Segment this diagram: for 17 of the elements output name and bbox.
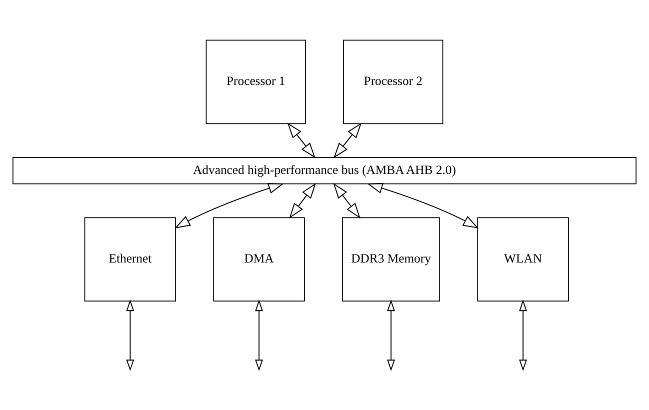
node-box: WLAN [477,216,569,301]
arrow [287,122,316,158]
arrow [387,299,396,371]
node-box: DMA [213,216,305,301]
node-box: Advanced high-performance bus (AMBA AHB 2.0) [12,156,636,184]
arrow [255,299,264,371]
arrow [126,299,134,371]
arrow [289,182,316,218]
node-box: Processor 2 [343,39,444,124]
node-box: DDR3 Memory [342,216,440,301]
node-box: Ethernet [84,216,176,301]
arrow [367,182,479,228]
arrow [334,122,362,158]
arrow [174,182,284,228]
arrow [333,182,360,218]
arrow [519,299,528,371]
node-box: Processor 1 [206,39,306,124]
